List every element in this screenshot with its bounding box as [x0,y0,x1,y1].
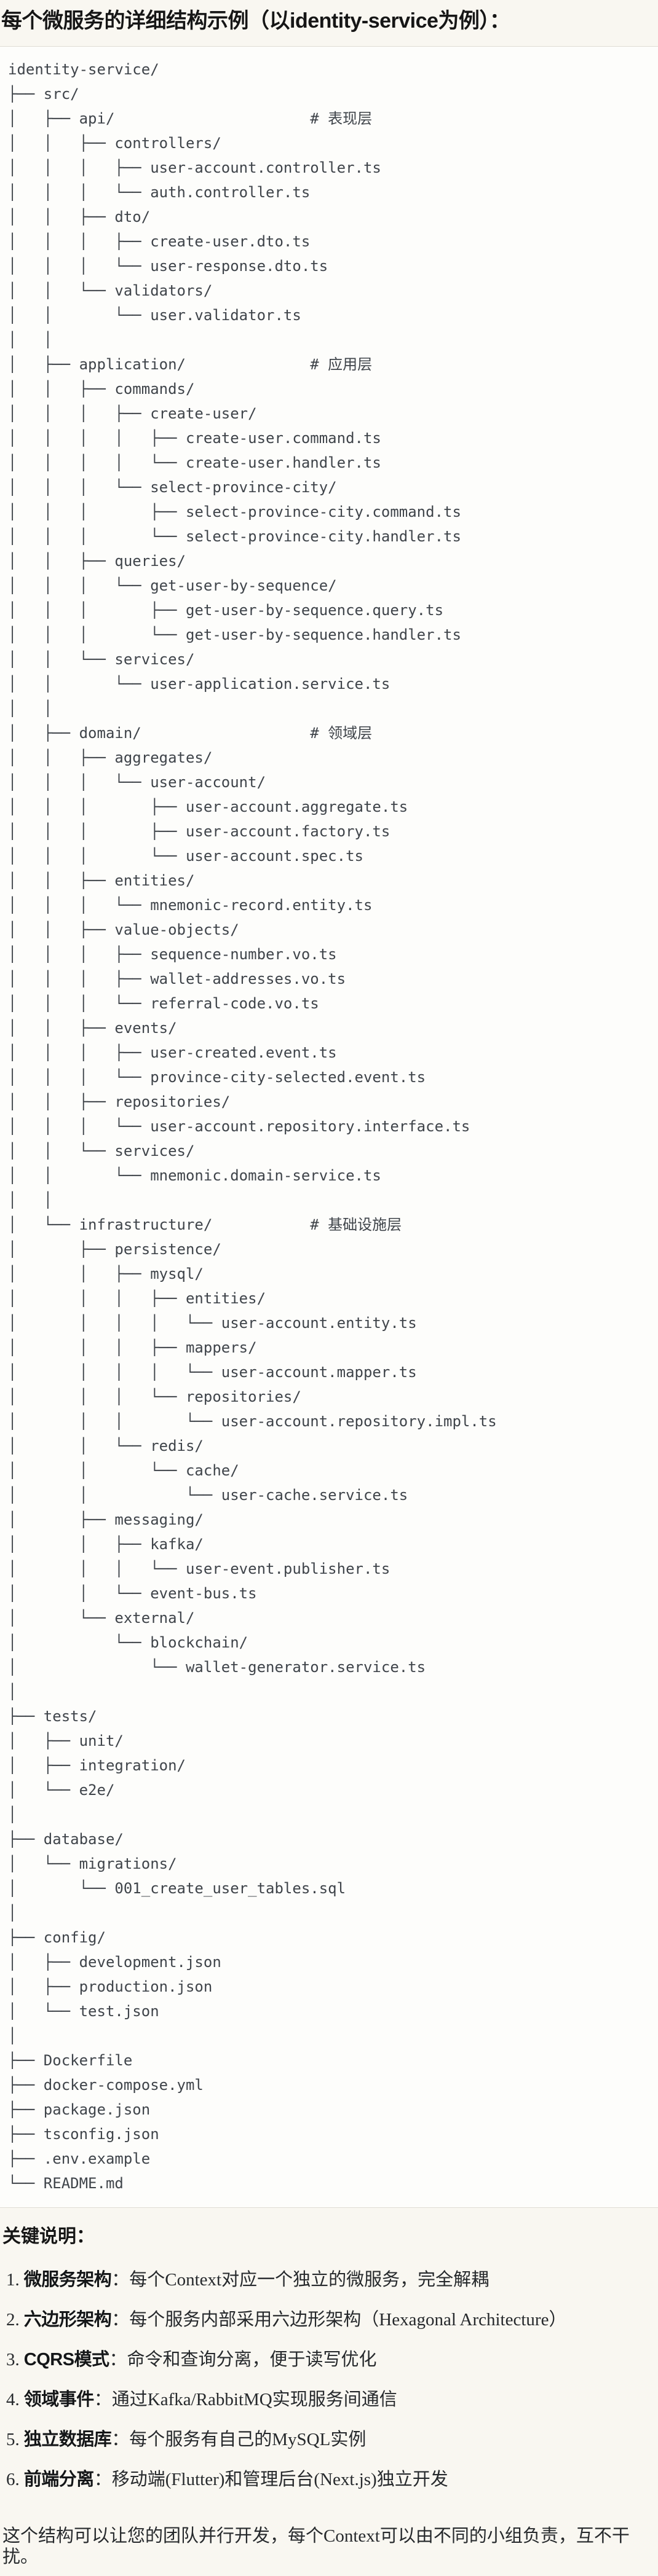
note-number: 6. [6,2470,20,2489]
note-number: 2. [6,2310,20,2330]
note-number: 4. [6,2390,20,2409]
note-text: ：命令和查询分离，便于读写优化 [109,2350,377,2370]
note-item-independent-db: 5.独立数据库：每个服务有自己的MySQL实例 [6,2430,651,2450]
note-item-frontend-split: 6.前端分离：移动端(Flutter)和管理后台(Next.js)独立开发 [6,2470,651,2490]
note-text: ：每个服务内部采用六边形架构（Hexagonal Architecture） [111,2310,567,2330]
title-bar: 每个微服务的详细结构示例（以identity-service为例）： [0,0,658,46]
notes-list: 1.微服务架构：每个Context对应一个独立的微服务，完全解耦 2.六边形架构… [2,2270,651,2490]
note-label: 微服务架构 [23,2270,112,2290]
notes-heading: 关键说明： [2,2226,95,2247]
note-text: ：通过Kafka/RabbitMQ实现服务间通信 [93,2390,397,2409]
note-number: 1. [6,2270,20,2290]
note-text: ：每个Context对应一个独立的微服务，完全解耦 [111,2270,490,2290]
note-text: ：移动端(Flutter)和管理后台(Next.js)独立开发 [93,2470,448,2489]
notes-section: 关键说明： 1.微服务架构：每个Context对应一个独立的微服务，完全解耦 2… [0,2208,658,2576]
note-label: 独立数据库 [23,2430,112,2449]
note-item-cqrs: 3.CQRS模式：命令和查询分离，便于读写优化 [6,2350,651,2370]
closing-paragraph: 这个结构可以让您的团队并行开发，每个Context可以由不同的小组负责，互不干扰… [2,2526,630,2567]
note-text: ：每个服务有自己的MySQL实例 [111,2430,367,2449]
note-label: 六边形架构 [23,2310,112,2330]
note-item-hexagonal: 2.六边形架构：每个服务内部采用六边形架构（Hexagonal Architec… [6,2310,651,2330]
note-number: 5. [6,2430,20,2449]
directory-tree: identity-service/ ├── src/ │ ├── api/ # … [8,61,497,2192]
note-item-microservices: 1.微服务架构：每个Context对应一个独立的微服务，完全解耦 [6,2270,651,2290]
note-number: 3. [6,2350,20,2370]
note-label: 领域事件 [23,2390,95,2409]
note-label: CQRS模式 [23,2350,109,2370]
note-item-domain-events: 4.领域事件：通过Kafka/RabbitMQ实现服务间通信 [6,2390,651,2410]
code-block: identity-service/ ├── src/ │ ├── api/ # … [0,46,658,2208]
page-title: 每个微服务的详细结构示例（以identity-service为例）： [1,9,510,33]
note-label: 前端分离 [23,2470,95,2489]
